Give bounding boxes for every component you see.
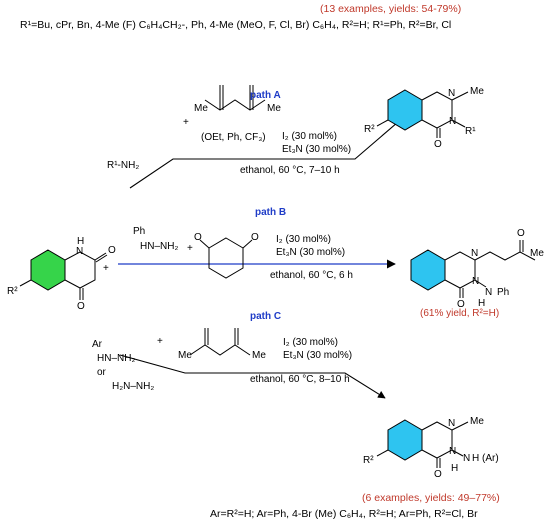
path-c-dione-me-right: Me — [252, 350, 266, 361]
arrow-path-c — [119, 354, 386, 399]
product-b-me: Me — [530, 248, 544, 259]
product-a-me: Me — [470, 86, 484, 97]
start-plus: + — [103, 263, 109, 274]
start-h: H — [77, 236, 85, 247]
product-b-n1: N — [471, 248, 479, 259]
product-b-o: O — [457, 299, 465, 310]
product-c-r2: R² — [363, 455, 374, 466]
product-b-ketone-o: O — [517, 228, 525, 239]
product-c-o: O — [434, 469, 442, 480]
start-o-top: O — [108, 245, 116, 256]
product-b-structure — [410, 240, 536, 298]
dione-a — [204, 99, 266, 111]
path-b-cond2: Et₃N (30 mol%) — [276, 247, 346, 258]
path-b-yield: (61% yield, R²=H) — [420, 308, 500, 319]
path-a-dione-me-left: Me — [194, 103, 208, 114]
path-c-cond2: Et₃N (30 mol%) — [283, 350, 353, 361]
path-a-cond1: I₂ (30 mol%) — [282, 131, 338, 142]
path-b-dione-o2: O — [251, 232, 259, 243]
path-c-reagent-hn: HN–NH₂ — [97, 353, 136, 364]
path-b-cond1: I₂ (30 mol%) — [276, 234, 332, 245]
header-yield: (13 examples, yields: 54-79%) — [320, 3, 462, 15]
product-a-r1: R¹ — [465, 126, 476, 137]
product-c-h: H — [451, 463, 459, 474]
product-b-h: H — [478, 298, 486, 309]
product-c-nh: N — [463, 453, 471, 464]
header-substituents: R¹=Bu, cPr, Bn, 4-Me (F) C₆H₄CH₂-, Ph, 4… — [20, 19, 452, 31]
product-a-structure — [376, 89, 469, 138]
isatoic-anhydride — [19, 249, 108, 300]
dione-c — [189, 344, 251, 356]
path-b-reagent-ph: Ph — [133, 226, 146, 237]
path-c-cond3: ethanol, 60 °C, 8–10 h — [250, 374, 350, 385]
product-c-n2: N — [449, 446, 457, 457]
path-b-plus: + — [187, 243, 193, 254]
arrow-path-a — [129, 109, 413, 189]
path-a-label: path A — [250, 90, 281, 101]
path-a-plus: + — [183, 117, 189, 128]
path-c-reagent-ar: Ar — [92, 339, 102, 350]
path-c-dione-me-left: Me — [178, 350, 192, 361]
path-c-label: path C — [250, 311, 282, 322]
product-c-me: Me — [470, 416, 484, 427]
path-b-cond3: ethanol, 60 °C, 6 h — [270, 270, 353, 281]
product-c-n1: N — [448, 418, 456, 429]
product-b-nh: N — [485, 287, 493, 298]
start-n: N — [76, 246, 84, 257]
path-b-dione-o1: O — [194, 232, 202, 243]
product-b-n2: N — [472, 276, 480, 287]
path-a-cond2: Et₃N (30 mol%) — [282, 144, 352, 155]
product-c-ar: H (Ar) — [472, 453, 499, 464]
product-a-n1: N — [448, 88, 456, 99]
path-a-reagent: R¹-NH₂ — [107, 160, 140, 171]
path-c-reagent-or: or — [97, 367, 106, 378]
path-c-plus: + — [157, 336, 163, 347]
cyclohexanedione — [199, 237, 253, 279]
product-a-n2: N — [449, 116, 457, 127]
path-c-cond1: I₂ (30 mol%) — [283, 337, 339, 348]
footer-yield: (6 examples, yields: 49–77%) — [362, 492, 500, 504]
path-a-cond3: ethanol, 60 °C, 7–10 h — [240, 165, 340, 176]
footer-substituents: Ar=R²=H; Ar=Ph, 4-Br (Me) C₆H₄, R²=H; Ar… — [210, 508, 478, 520]
path-a-dione-sub: (OEt, Ph, CF₃) — [201, 132, 266, 143]
product-a-o: O — [434, 139, 442, 150]
path-c-reagent-h2n: H₂N–NH₂ — [112, 381, 155, 392]
path-b-label: path B — [255, 207, 287, 218]
path-a-dione-me-right: Me — [267, 103, 281, 114]
path-b-reagent: HN–NH₂ — [140, 241, 179, 252]
product-b-ph: Ph — [497, 287, 510, 298]
start-o-bottom: O — [77, 301, 85, 312]
start-r2: R² — [7, 286, 18, 297]
product-a-r2: R² — [364, 124, 375, 135]
product-c-structure — [376, 419, 469, 468]
